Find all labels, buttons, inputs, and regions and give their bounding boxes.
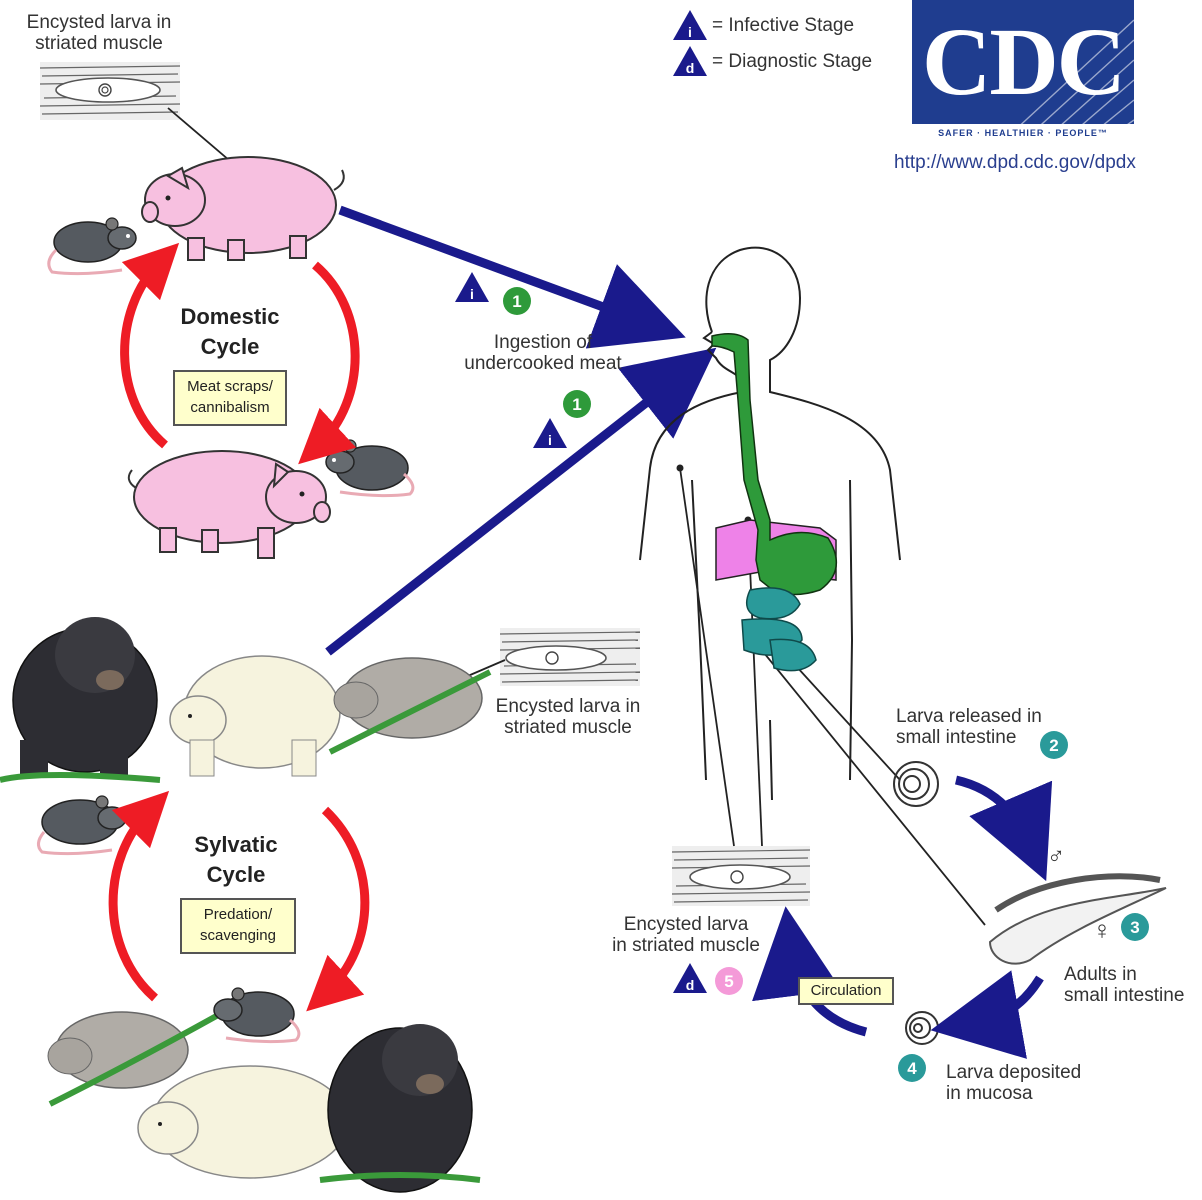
label-encysted-top: Encysted larva in striated muscle — [26, 12, 172, 54]
sylvatic-cycle-box: Predation/ scavenging — [180, 898, 296, 954]
polar-bear-bottom-illustration — [137, 1065, 349, 1179]
stage-3-badge — [1121, 913, 1149, 941]
cdc-url-link[interactable]: http://www.dpd.cdc.gov/dpdx — [894, 152, 1136, 173]
legend-infective-icon: i — [673, 10, 707, 40]
stage-1-badge-a — [503, 287, 531, 315]
small-intestine-organ — [741, 587, 817, 672]
label-adults: Adults in small intestine — [1064, 964, 1185, 1006]
legend-infective-text: = Infective Stage — [712, 15, 855, 36]
stage-2-badge — [1040, 731, 1068, 759]
svg-text:d: d — [686, 977, 695, 993]
svg-text:i: i — [548, 432, 552, 448]
digestive-tract — [711, 333, 838, 596]
black-bear-left-illustration — [0, 617, 161, 783]
domestic-cycle-title: Domestic Cycle — [180, 304, 280, 359]
domestic-cycle-arrow-right — [298, 261, 360, 465]
sylvatic-cycle-title: Sylvatic Cycle — [194, 832, 278, 887]
legend-diagnostic-text: = Diagnostic Stage — [712, 51, 873, 72]
rat-sylvatic-illustration — [37, 795, 127, 856]
stage-5-badge — [715, 967, 743, 995]
stage-3-number: 3 — [1130, 918, 1140, 937]
boar-bottom-illustration — [47, 1011, 222, 1107]
sylvatic-cycle-arrow-left — [108, 790, 170, 1002]
boar-middle-illustration — [328, 657, 492, 755]
stage-5-number: 5 — [724, 972, 734, 991]
pointer-to-adults — [759, 647, 986, 926]
human-pointer-left — [679, 467, 735, 847]
stage-4-badge — [898, 1054, 926, 1082]
cdc-logo-tagline: SAFER · HEALTHIER · PEOPLE™ — [938, 128, 1108, 138]
rat-domestic-right-illustration — [325, 439, 415, 498]
infective-marker-1b: i — [533, 418, 567, 448]
arrow-larva-to-adults — [954, 775, 1053, 882]
ingestion-arrow-sylvatic — [325, 347, 717, 656]
larva-coil-deposited — [905, 1011, 939, 1045]
domestic-cycle-box: Meat scraps/ cannibalism — [173, 370, 287, 426]
domestic-cycle-arrow-left — [120, 242, 180, 449]
label-larva-deposited: Larva deposited in mucosa — [946, 1062, 1082, 1104]
stage-2-number: 2 — [1049, 736, 1059, 755]
human-body-outline — [639, 246, 901, 801]
svg-text:i: i — [470, 286, 474, 302]
stage-1-number-a: 1 — [512, 292, 522, 311]
muscle-tissue-middle — [499, 628, 641, 686]
cdc-logo-text: CDC — [922, 8, 1126, 115]
svg-text:i: i — [688, 24, 692, 40]
ingestion-arrow-domestic — [338, 205, 686, 349]
sylvatic-cycle-arrow-right — [306, 806, 370, 1012]
male-symbol: ♂ — [1047, 843, 1065, 870]
label-encysted-human: Encysted larva in striated muscle — [612, 914, 760, 956]
female-symbol: ♀ — [1092, 915, 1112, 945]
pointer-to-released-larva — [785, 654, 901, 781]
label-ingestion: Ingestion of undercooked meat — [464, 332, 622, 374]
stage-4-number: 4 — [907, 1059, 917, 1078]
muscle-tissue-human — [671, 846, 811, 906]
female-adult-worm — [988, 887, 1167, 965]
stage-1-number-b: 1 — [572, 395, 582, 414]
rat-bottom-illustration — [213, 987, 301, 1044]
stage-1-badge-b — [563, 390, 591, 418]
label-encysted-middle: Encysted larva in striated muscle — [495, 696, 641, 738]
polar-bear-illustration — [169, 655, 341, 777]
svg-text:d: d — [686, 60, 695, 76]
label-larva-released: Larva released in small intestine — [896, 706, 1042, 748]
arrow-adults-to-deposited — [930, 970, 1044, 1059]
pig-bottom-illustration — [127, 450, 331, 559]
black-bear-bottom-illustration — [319, 1024, 481, 1193]
circulation-box: Circulation — [798, 977, 894, 1005]
cdc-logo — [912, 0, 1135, 145]
diagnostic-marker-5: d — [673, 963, 707, 993]
rat-top-illustration — [47, 217, 137, 276]
legend-diagnostic-icon: d — [673, 46, 707, 76]
larva-coil-released — [893, 761, 939, 807]
pig-top-illustration — [141, 156, 345, 261]
male-adult-worm — [994, 873, 1161, 913]
infective-marker-1a: i — [455, 272, 489, 302]
muscle-tissue-top — [39, 62, 181, 120]
